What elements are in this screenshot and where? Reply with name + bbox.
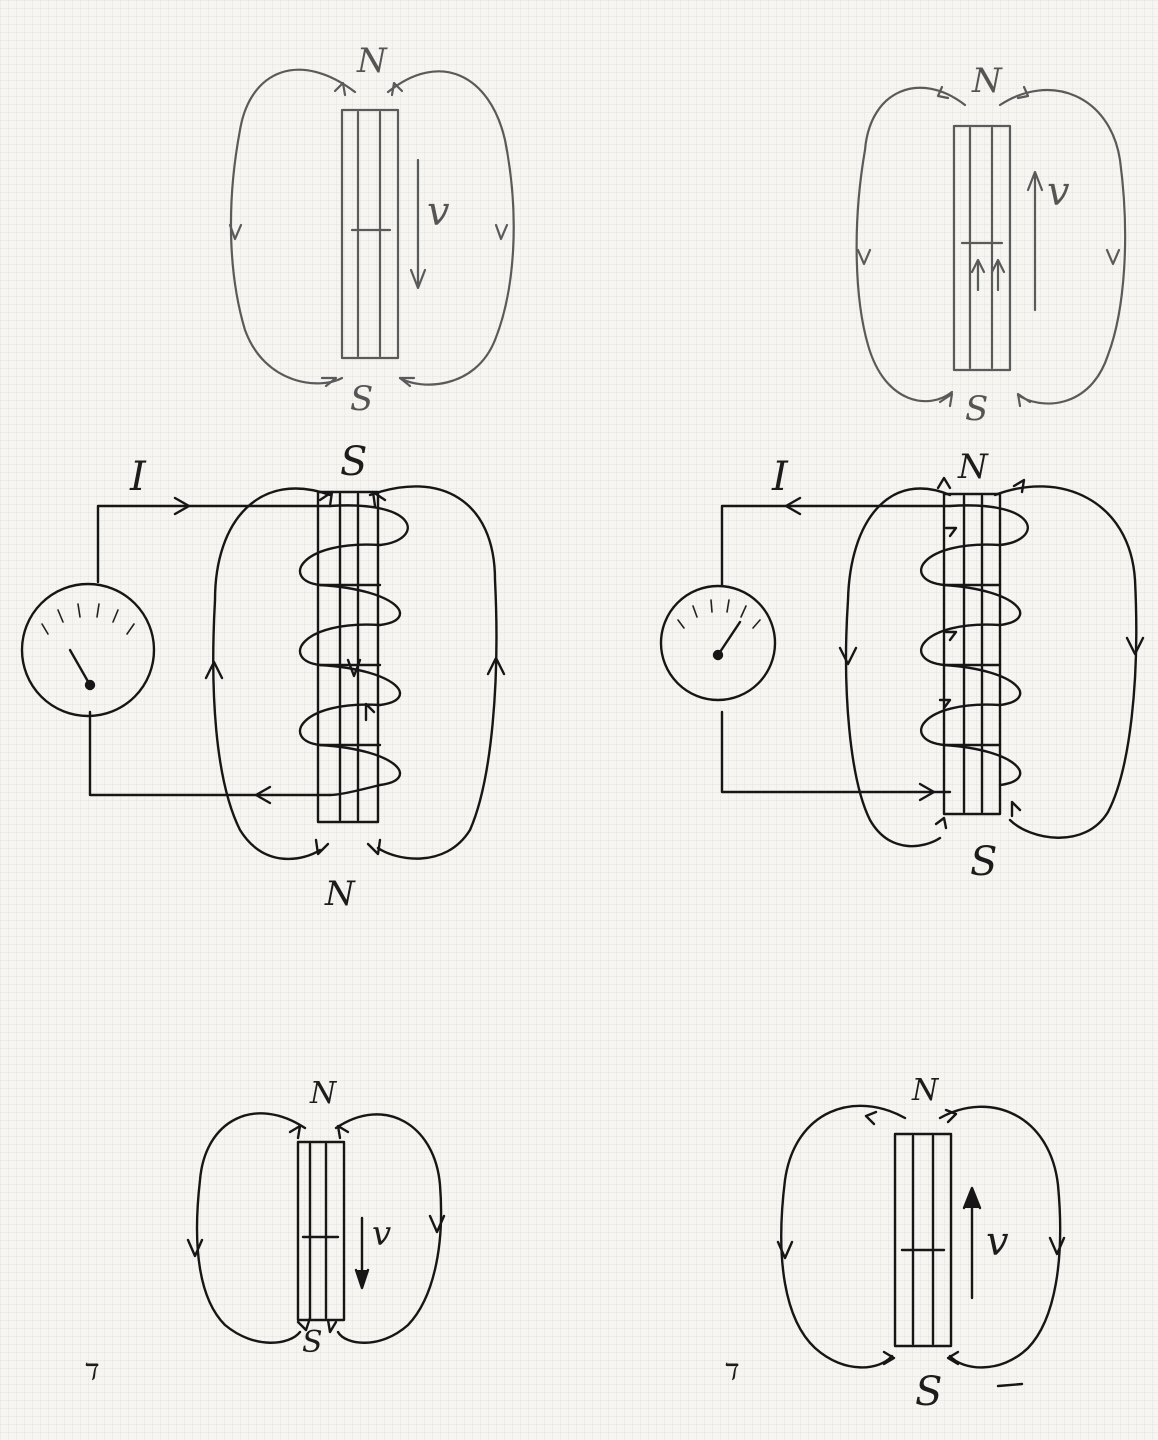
pole-label-south: S [915,1369,942,1415]
pole-label-south: S [302,1325,323,1360]
field-line-right [368,485,498,860]
coil-windings [919,504,1029,787]
coil-circuit-right [720,476,1145,848]
magnet-top-left [228,68,515,388]
bar-magnet [952,124,1012,372]
field-line-left [195,1112,307,1344]
magnet-bottom-left [186,1112,446,1344]
magnet-bottom-right [776,1104,1066,1369]
pole-label-north: N [971,61,1003,101]
field-line-left [780,1104,907,1369]
field-line-left [855,86,967,403]
field-line-right [386,70,515,386]
corner-mark: ד [724,1353,739,1388]
field-line-right [998,89,1127,405]
field-line-left [212,487,332,861]
velocity-label: v [427,189,450,235]
pole-label-bottom: N [324,874,356,914]
field-line-right [938,1105,1062,1369]
bar-magnet [340,108,400,360]
velocity-label: v [372,1214,391,1254]
bar-magnet [893,1132,953,1348]
pole-label-top: N [957,447,989,487]
coil-circuit-left [88,485,506,861]
coil-core [942,492,1002,816]
pole-label-north: N [356,41,388,81]
circuit-wire [720,504,952,588]
circuit-wire [96,504,332,584]
pole-label-south: S [965,389,988,429]
velocity-label: v [1047,169,1070,215]
corner-mark: ד [84,1353,99,1388]
pole-label-south: S [350,379,373,419]
pole-label-bottom: S [970,839,997,885]
pole-label-top: S [340,439,367,485]
pole-label-north: N [911,1073,940,1108]
magnet-top-right [855,85,1127,408]
galvanometer-right [659,584,777,702]
pencil-stroke [996,1382,1024,1388]
bar-magnet [296,1140,346,1322]
field-line-right [334,1113,443,1344]
coil-core [316,490,380,824]
coil-windings [298,504,409,797]
velocity-label: v [986,1219,1009,1265]
galvanometer-left [20,582,156,718]
field-line-left [229,68,357,385]
field-line-left [844,487,952,848]
current-label: I [771,454,789,500]
current-label: I [129,454,147,500]
pole-label-north: N [309,1076,338,1111]
field-line-right [993,485,1138,839]
